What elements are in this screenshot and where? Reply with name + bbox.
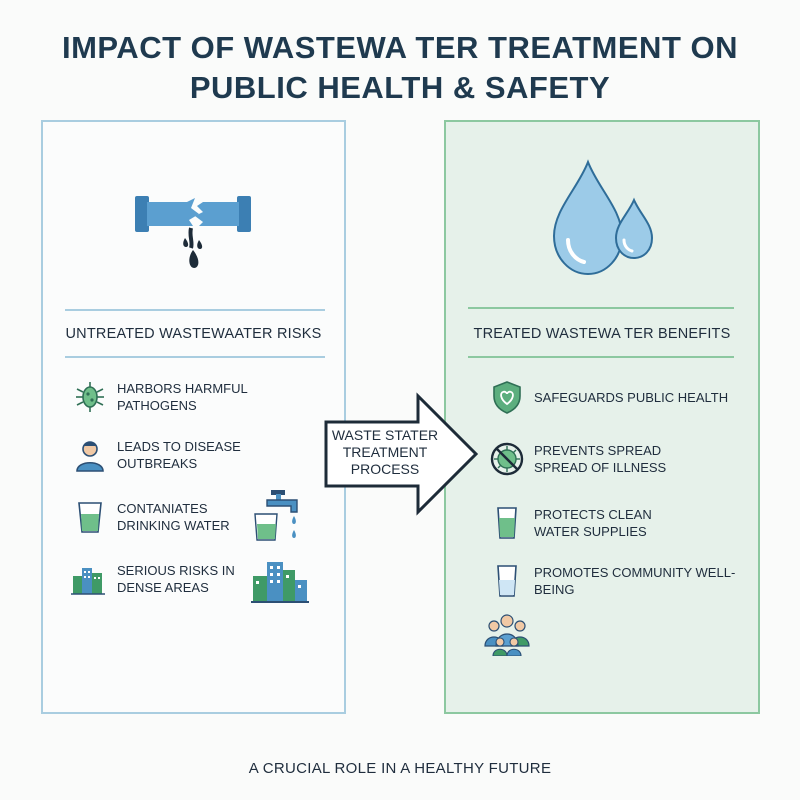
item-line-1: PROMOTES COMMUNITY WELL-BEING (534, 565, 736, 597)
sick-person-icon (76, 441, 104, 472)
divider-top (468, 307, 734, 309)
city-buildings-icon (71, 568, 105, 595)
list-item: HARBORS HARMFUL PATHOGENS (73, 380, 248, 414)
list-item: PROTECTS CLEAN WATER SUPPLIES (490, 506, 652, 540)
broken-pipe-icon (135, 196, 251, 268)
list-item: SAFEGUARDS PUBLIC HEALTH (490, 380, 728, 414)
treated-benefits-panel: TREATED WASTEWA TER BENEFITS SAFEGUARDS … (444, 120, 760, 714)
footer-tagline: A CRUCIAL ROLE IN A HEALTHY FUTURE (248, 760, 552, 777)
item-line-1: SERIOUS RISKS IN (117, 563, 235, 578)
right-panel-heading: TREATED WASTEWA TER BENEFITS (473, 326, 731, 342)
list-item: CONTANIATES DRINKING WATER (73, 500, 230, 534)
list-item: PREVENTS SPREAD SPREAD OF ILLNESS (490, 442, 666, 476)
divider-bottom (65, 356, 325, 358)
page-title: IMPACT OF WASTEWA TER TREATMENT ON PUBLI… (0, 28, 800, 108)
item-line-1: LEADS TO DISEASE (117, 439, 241, 454)
pathogen-icon (76, 382, 104, 412)
item-line-2: WATER SUPPLIES (534, 524, 647, 539)
list-item: PROMOTES COMMUNITY WELL-BEING (490, 564, 758, 598)
arrow-line-1: WASTE STATER (331, 427, 439, 443)
treatment-process-arrow (324, 392, 479, 516)
item-line-1: SAFEGUARDS PUBLIC HEALTH (534, 389, 729, 405)
item-line-1: PREVENTS SPREAD (534, 443, 662, 458)
arrow-label: WASTE STATER TREATMENT PROCESS (330, 427, 440, 478)
item-line-2: DRINKING WATER (117, 518, 230, 533)
item-line-2: DENSE AREAS (117, 580, 209, 595)
title-line-2: PUBLIC HEALTH & SAFETY (189, 70, 611, 105)
heart-shield-icon (493, 381, 521, 414)
item-line-1: PROTECTS CLEAN (534, 507, 652, 522)
untreated-risks-panel: UNTREATED WASTEWAATER RISKS HARBORS HARM… (41, 120, 346, 714)
item-line-2: PATHOGENS (117, 398, 197, 413)
clean-glass-icon (497, 507, 517, 539)
list-item: SERIOUS RISKS IN DENSE AREAS (71, 562, 235, 596)
city-buildings-icon (251, 562, 309, 603)
left-panel-heading: UNTREATED WASTEWAATER RISKS (65, 326, 322, 342)
divider-top (65, 309, 325, 311)
community-group-icon (484, 614, 530, 656)
item-line-2: SPREAD OF ILLNESS (534, 460, 667, 475)
empty-glass-icon (497, 565, 517, 597)
faucet-glass-icon (254, 490, 298, 541)
arrow-line-3: PROCESS (350, 461, 420, 477)
list-item: LEADS TO DISEASE OUTBREAKS (73, 438, 241, 472)
title-line-1: IMPACT OF WASTEWA TER TREATMENT ON (62, 30, 738, 65)
item-line-1: HARBORS HARMFUL (117, 381, 248, 396)
divider-bottom (468, 356, 734, 358)
item-line-1: CONTANIATES (117, 501, 208, 516)
item-line-2: OUTBREAKS (117, 456, 198, 471)
no-virus-icon (490, 442, 524, 476)
contaminated-glass-icon (78, 502, 102, 533)
water-drops-icon (552, 159, 654, 276)
arrow-line-2: TREATMENT (342, 444, 428, 460)
